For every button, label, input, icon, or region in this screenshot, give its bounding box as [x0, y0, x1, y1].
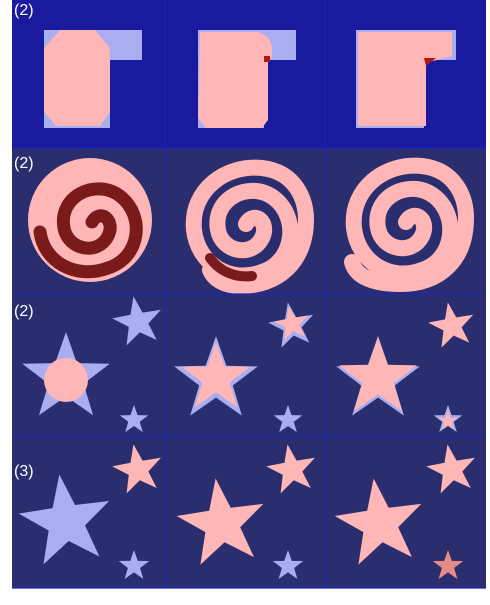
panel-2-1 — [28, 158, 152, 282]
row-label-1: (2) — [14, 2, 34, 19]
evolving-blob — [44, 358, 88, 402]
row-label-4: (3) — [14, 463, 34, 480]
spiral-arm — [194, 168, 306, 286]
row-label-3: (2) — [14, 303, 34, 320]
evolving-shape — [198, 32, 272, 128]
panel-2-2 — [194, 168, 306, 286]
evolving-shape — [44, 30, 110, 126]
overshoot-region — [264, 56, 270, 62]
arrow-head-icon — [440, 591, 452, 601]
row-label-2: (2) — [14, 155, 34, 172]
row-rectangle — [44, 30, 456, 128]
progression-arrow — [34, 591, 452, 601]
